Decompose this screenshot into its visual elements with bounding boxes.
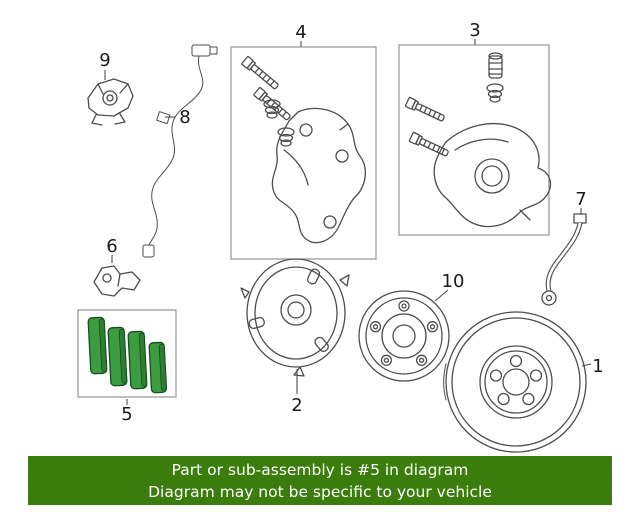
guide-pin-boot-1 [263,99,281,119]
callout-2: 2 [291,395,302,416]
guide-pin-bolt-1 [241,56,279,90]
callout-7: 7 [575,189,586,210]
leader-1 [581,363,592,367]
pad-clip-part [93,265,141,297]
banner-line-2: Diagram may not be specific to your vehi… [148,482,492,501]
caliper-bolt-2 [408,131,449,157]
brake-hose-part [541,213,587,306]
wear-sensor-bracket-part [87,78,134,126]
banner-line-1: Part or sub-assembly is #5 in diagram [171,460,469,479]
guide-pin-bolt-2 [253,87,291,121]
callout-3: 3 [469,20,480,41]
leader-10 [434,289,449,302]
banjo-fitting [541,290,557,306]
brake-caliper-part [404,52,552,228]
brake-pad-set-part[interactable] [87,316,168,394]
brake-parts-diagram: 9 8 4 3 7 6 10 2 5 1 [77,20,604,453]
group-box-3 [398,44,550,236]
caliper-body [433,122,552,228]
caliper-bolt-1 [404,96,445,122]
brake-pad-1 [87,316,108,375]
brake-rotor-part [443,311,587,453]
bleeder-pin [486,52,504,103]
wheel-hub-part [358,290,450,382]
caliper-bracket-part [241,56,366,244]
brake-pad-2 [107,326,128,387]
hose-fitting [573,213,587,224]
diagram-note-banner: Part or sub-assembly is #5 in diagram Di… [28,456,612,505]
callout-10: 10 [442,271,465,292]
callout-5: 5 [121,404,132,425]
brake-pad-3 [127,330,148,390]
leader-lines [104,39,592,405]
abs-sensor-wire-part [142,44,218,258]
callout-6: 6 [106,236,117,257]
brake-pad-4 [148,341,168,394]
callout-8: 8 [179,107,190,128]
callout-1: 1 [592,356,603,377]
bracket-body [271,107,366,244]
splash-shield-part [240,258,350,377]
callout-9: 9 [99,50,110,71]
group-box-5-highlight [77,309,177,398]
group-box-4 [230,46,377,260]
callout-4: 4 [295,22,306,43]
